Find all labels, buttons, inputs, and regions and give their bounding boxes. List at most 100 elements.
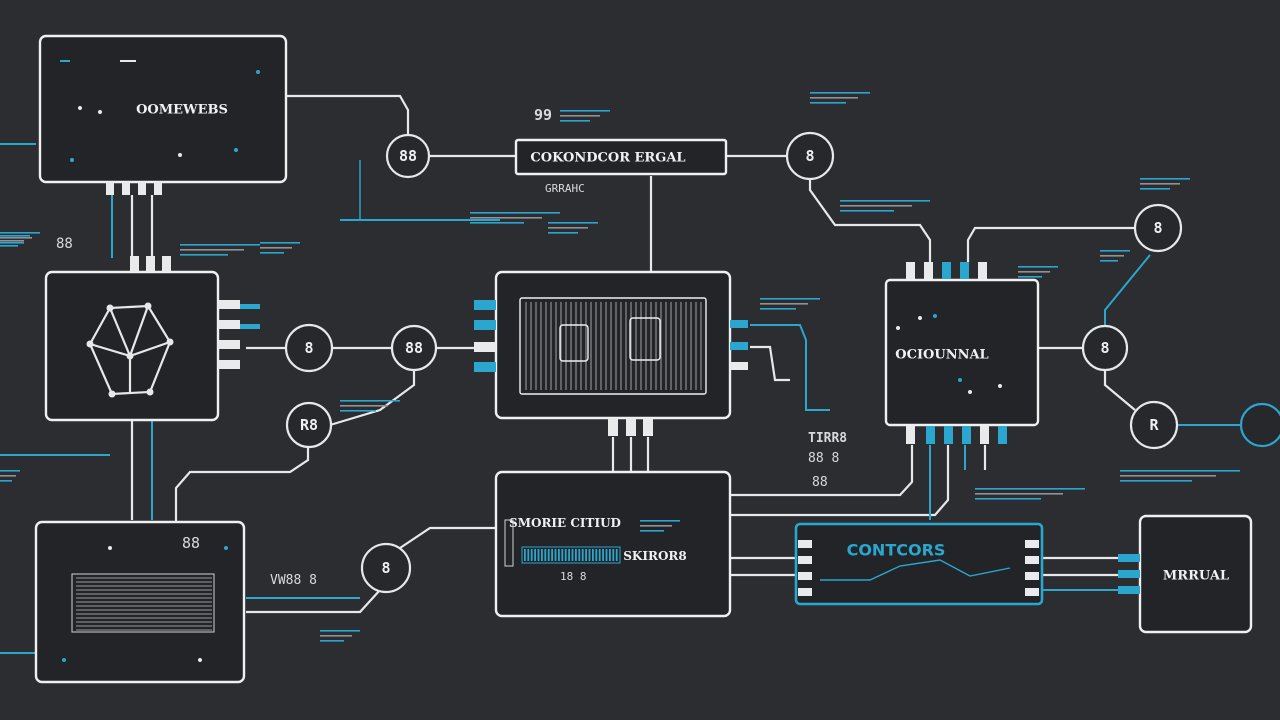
caption-1: 99 [534,106,552,124]
micro-text-line [180,244,260,246]
bottom-center-bar [527,549,530,561]
block-right-dots [896,314,1002,394]
block-right-pins [906,262,1007,444]
micro-text-line [1140,188,1170,190]
micro-text-line [810,102,846,104]
micro-text-line [0,240,24,242]
bottom-center-bar [544,549,547,561]
bottom-center-bar [554,549,557,561]
svg-text:R8: R8 [300,416,318,434]
bottom-center-bar [551,549,553,561]
block-top-left: OOMEWEBS [38,34,288,195]
micro-text-line [470,222,524,224]
caption-3: TIRR8 [808,431,847,446]
micro-text-line [1140,178,1190,180]
svg-text:8: 8 [805,147,814,165]
micro-text-line [1120,475,1216,477]
bottom-center-bar [534,549,536,561]
svg-text:8: 8 [1153,219,1162,237]
caption-9: 88 [56,236,73,252]
caption-5: 88 [812,475,828,490]
center-grid-frame [629,317,661,361]
captions: 99 GRRAHC TIRR8 88 8 88 18 8 VW88 8 88 8… [56,106,847,588]
micro-text-line [975,493,1063,495]
micro-text-line [1100,260,1118,262]
block-right: OCIOUNNAL [884,262,1040,444]
micro-text-line [260,242,300,244]
micro-text-line [320,630,360,632]
micro-text-line [640,525,672,527]
micro-text-line [810,92,870,94]
node-3: 8 [284,323,334,373]
block-bottom-center-label-b: SKIROR8 [623,549,686,563]
node-1: 88 [385,133,431,179]
svg-text:8: 8 [304,339,313,357]
micro-text-line [1100,250,1130,252]
bottom-left-grid-frame [71,573,215,633]
caption-8: 88 [182,534,200,552]
micro-text-line [1018,266,1058,268]
node-6: 8 [360,542,412,594]
micro-text-line [470,212,560,214]
micro-text-line [0,232,40,234]
micro-text-line [840,200,930,202]
block-bottom-left-dots [62,546,228,662]
caption-7: VW88 8 [270,573,317,588]
micro-text-line [1100,255,1124,257]
bottom-center-bar [612,549,615,561]
wires [0,80,1240,654]
bottom-center-bar [564,549,567,561]
micro-text-line [320,635,352,637]
block-right-label: OCIOUNNAL [895,348,988,363]
micro-text-line [560,110,610,112]
micro-text-line [0,237,32,239]
micro-text-line [975,488,1085,490]
block-top-left-dots [60,60,260,162]
decorative-micro-text [0,92,1240,642]
micro-text-line [1140,183,1180,185]
micro-text-line [0,480,12,482]
micro-text-line [470,217,542,219]
svg-text:8: 8 [381,559,390,577]
micro-text-line [180,254,228,256]
bottom-center-bar [609,549,611,561]
node-10 [1239,402,1280,448]
svg-text:R: R [1149,416,1159,434]
bottom-center-bar [595,549,598,561]
bottom-center-bars [524,549,618,561]
bottom-center-bar [598,549,601,561]
bottom-center-bar [558,549,560,561]
bottom-center-bar [585,549,587,561]
micro-text-line [640,530,664,532]
micro-text-line [0,475,16,477]
micro-text-line [0,235,30,237]
caption-6: 18 8 [560,570,587,583]
micro-text-line [548,222,598,224]
node-8: 8 [1081,324,1129,372]
block-center [474,270,748,436]
bottom-center-bar [568,549,570,561]
micro-text-line [975,498,1041,500]
block-controls-label: CONTCORS [847,541,946,560]
center-grid-frame [559,324,589,362]
micro-text-line [560,115,600,117]
micro-text-line [180,249,244,251]
block-controls: CONTCORS [794,522,1044,606]
block-top-left-label: OOMEWEBS [136,103,228,118]
block-top-left-pins [106,182,162,195]
micro-text-line [760,308,796,310]
bottom-center-bar [541,549,543,561]
bottom-center-bar [578,549,581,561]
micro-text-line [340,400,400,402]
micro-text-line [340,410,376,412]
bottom-left-grid-lines [71,573,215,633]
micro-text-line [1018,276,1042,278]
micro-text-line [320,640,344,642]
micro-text-line [640,520,680,522]
bottom-center-bar [575,549,577,561]
bottom-center-bar [524,549,526,561]
block-far-right-label: MRRUAL [1163,569,1229,584]
block-controls-pins [798,540,1039,596]
svg-text:88: 88 [405,339,423,357]
